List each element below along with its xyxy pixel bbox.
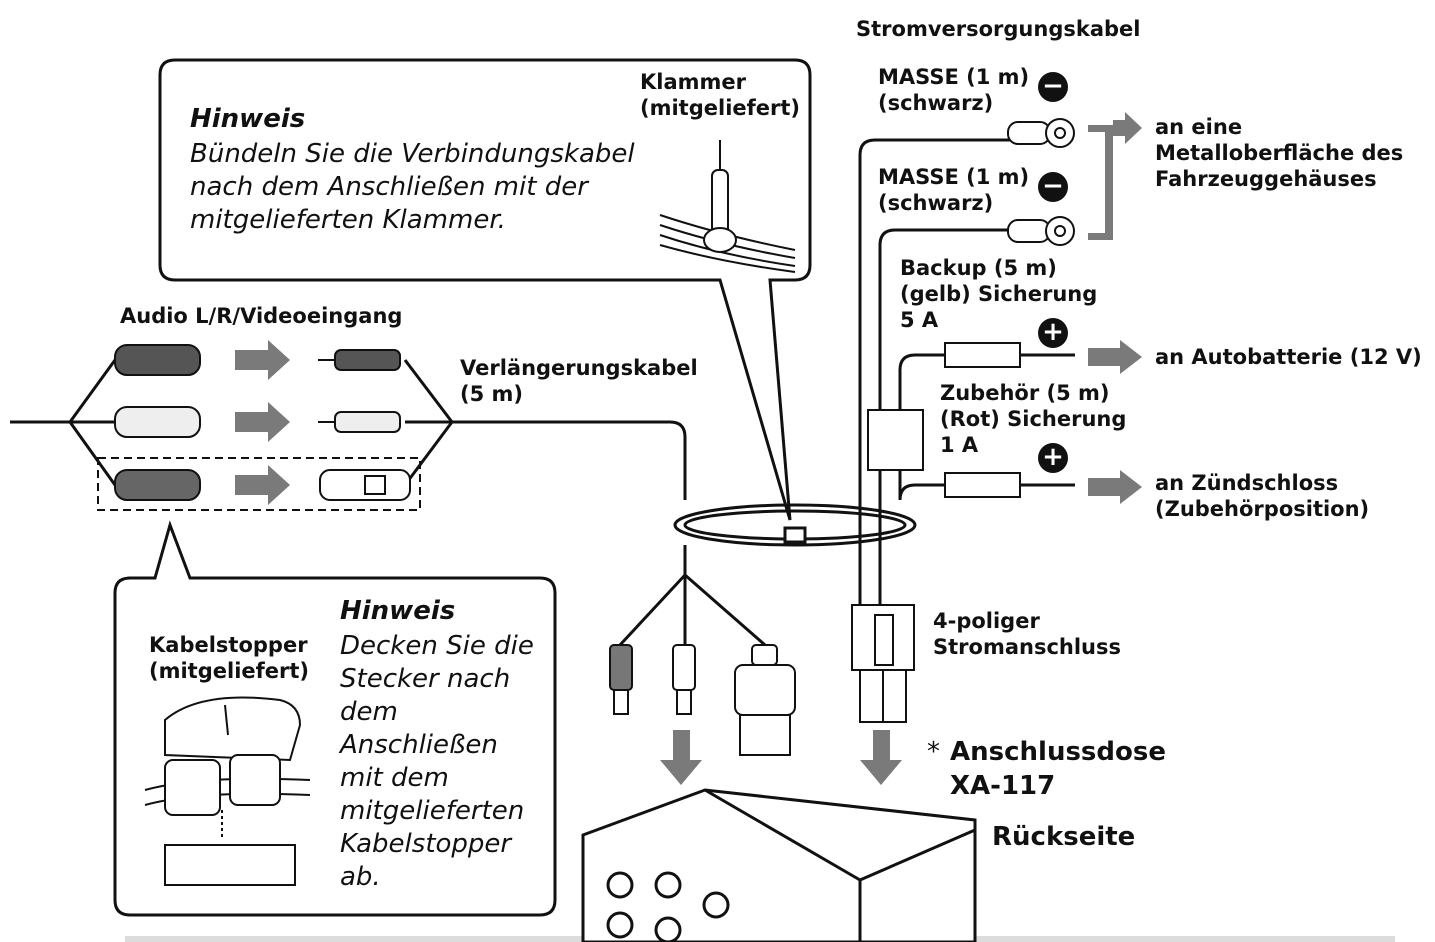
- label-car-battery: an Autobatterie (12 V): [1155, 345, 1422, 369]
- label-clamp: Klammer (mitgeliefert): [640, 70, 801, 120]
- jack-audio-l: [318, 349, 401, 371]
- label-accessory: Zubehör (5 m) (Rot) Sicherung 1 A: [940, 381, 1127, 457]
- cable-stopper-illustration: [144, 696, 311, 886]
- label-ground-2: MASSE (1 m) (schwarz): [878, 165, 1030, 215]
- label-ignition: an Zündschloss (Zubehörposition): [1155, 471, 1370, 521]
- ground-bracket: [1088, 112, 1142, 240]
- label-audio-input: Audio L/R/Videoeingang: [120, 304, 403, 328]
- note2-box: [113, 520, 557, 917]
- input-cables: [10, 359, 687, 500]
- plug-arrows: [235, 340, 290, 505]
- label-rear: Rückseite: [992, 822, 1136, 852]
- harness-junction: [867, 409, 924, 471]
- output-arrows: [1088, 340, 1142, 504]
- video-connector: [734, 644, 796, 756]
- note2-text: Decken Sie die Stecker nach dem Anschlie…: [340, 631, 534, 892]
- power-harness: [858, 138, 1075, 610]
- note1-title: Hinweis: [190, 104, 306, 134]
- ring-terminal-1: [1007, 118, 1075, 148]
- label-metal-surface: an eine Metalloberfläche des Fahrzeuggeh…: [1155, 115, 1404, 191]
- minus-icon-2: −: [1038, 172, 1068, 202]
- note2-title: Hinweis: [340, 596, 456, 626]
- plug-video: [114, 469, 201, 501]
- label-cable-stopper: Kabelstopper (mitgeliefert): [149, 633, 310, 683]
- note1-box: [158, 58, 812, 521]
- label-backup: Backup (5 m) (gelb) Sicherung 5 A: [900, 256, 1098, 332]
- ring-terminal-2: [1007, 216, 1075, 246]
- video-highlight: [97, 457, 421, 511]
- note1-text: Bündeln Sie die Verbindungskabel nach de…: [190, 139, 635, 235]
- junction-box: [581, 788, 977, 942]
- label-power-cable: Stromversorgungskabel: [856, 17, 1141, 41]
- cable-bundle: [673, 503, 917, 547]
- fuse-accessory: [944, 472, 1021, 498]
- connector-4pin: [851, 604, 915, 723]
- clamp-illustration: [659, 140, 796, 273]
- rca-plug-l: [609, 644, 633, 715]
- down-arrows: [660, 730, 902, 785]
- label-ground-1: MASSE (1 m) (schwarz): [878, 65, 1030, 115]
- rca-plug-r: [672, 644, 696, 715]
- label-junction-mark: *: [927, 737, 940, 767]
- label-4pin: 4-poliger Stromanschluss: [933, 609, 1121, 659]
- fuse-backup: [944, 342, 1021, 368]
- label-junction-box: Anschlussdose XA-117: [950, 737, 1166, 801]
- plug-audio-r: [114, 406, 201, 438]
- minus-icon-1: −: [1038, 72, 1068, 102]
- output-cables: [618, 545, 766, 647]
- plus-icon-1: +: [1038, 318, 1068, 348]
- plus-icon-2: +: [1038, 443, 1068, 473]
- label-extension-cable: Verlängerungskabel (5 m): [460, 356, 698, 406]
- plug-audio-l: [114, 344, 201, 376]
- jack-video: [319, 469, 411, 501]
- jack-audio-r: [318, 411, 401, 433]
